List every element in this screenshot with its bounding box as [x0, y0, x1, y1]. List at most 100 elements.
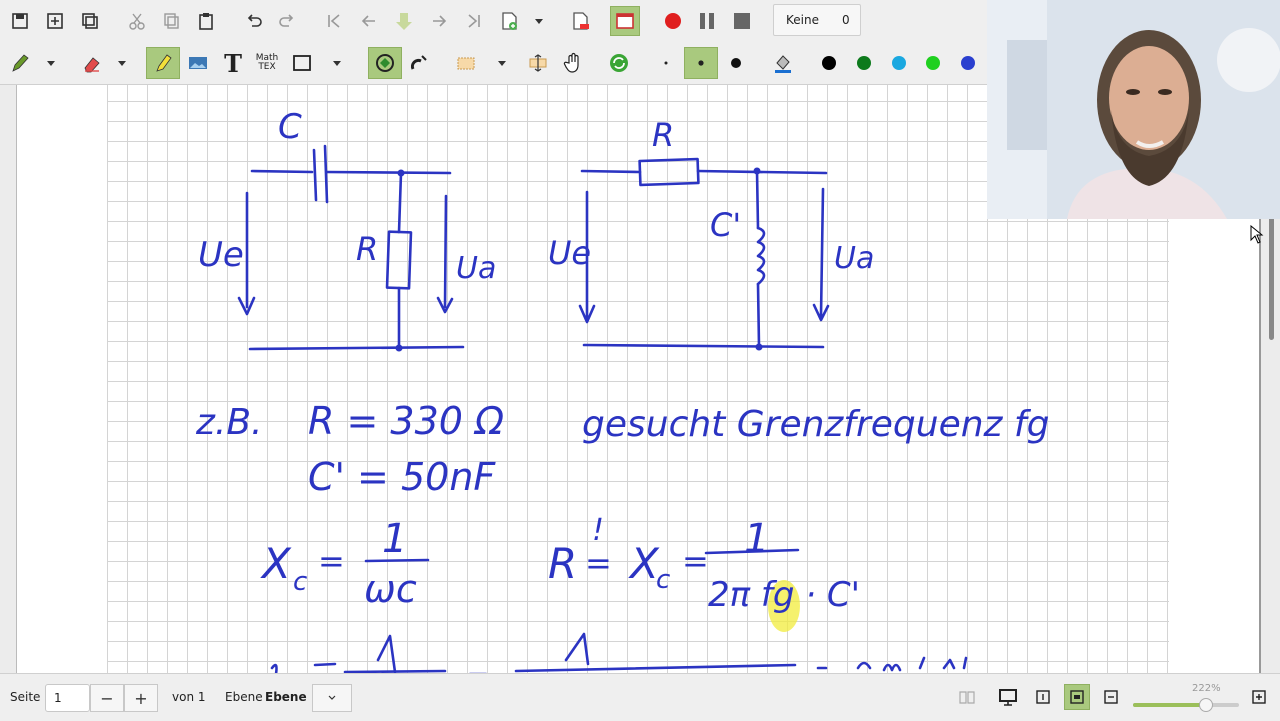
label-zb: z.B.: [195, 402, 262, 443]
select-rectangle-icon[interactable]: [451, 48, 481, 78]
mouse-cursor-icon: [1250, 225, 1264, 244]
formula-numerator: 1: [382, 516, 407, 562]
color-swatch: [822, 56, 836, 70]
color-light-blue-icon[interactable]: [884, 48, 914, 78]
color-blue-icon[interactable]: [953, 48, 983, 78]
partial-stroke-2: [313, 634, 397, 673]
math-tex-icon[interactable]: Math TEX: [255, 53, 279, 72]
text-tool-icon[interactable]: T: [224, 48, 242, 78]
medium-thickness-icon[interactable]: [684, 47, 718, 79]
shape-recognizer-icon[interactable]: [368, 47, 402, 79]
formula-x-sub: c: [293, 567, 307, 597]
partial-stroke-5: [816, 656, 968, 672]
zoom-fit-icon[interactable]: [1064, 684, 1090, 710]
undo-icon[interactable]: [239, 6, 269, 36]
paste-icon[interactable]: [191, 6, 221, 36]
pause-icon[interactable]: [692, 6, 722, 36]
record-icon[interactable]: [658, 6, 688, 36]
new-page-icon[interactable]: [40, 6, 70, 36]
fine-thickness-icon[interactable]: [651, 48, 681, 78]
image-icon[interactable]: [183, 48, 213, 78]
rl-circuit: [578, 157, 830, 351]
zoom-slider-handle[interactable]: [1199, 698, 1213, 712]
formula-denominator: ωc: [364, 567, 417, 611]
zoom-slider[interactable]: [1133, 698, 1239, 712]
label-c-prime: C': [710, 206, 741, 244]
formula-denominator-2: 2π fg · C': [708, 575, 860, 615]
shape-dropdown-icon[interactable]: [328, 48, 346, 78]
page-increment-button[interactable]: +: [124, 684, 158, 712]
page-label: Seite: [10, 690, 41, 704]
pen-icon[interactable]: [5, 48, 35, 78]
next-page-icon[interactable]: [424, 6, 454, 36]
color-black-icon[interactable]: [814, 48, 844, 78]
label-ua-right: Ua: [834, 241, 874, 276]
page-number-value: 1: [54, 691, 62, 705]
two-pages-icon[interactable]: [955, 684, 979, 710]
pen-dropdown-icon[interactable]: [42, 48, 60, 78]
label-c: C: [278, 107, 302, 147]
insert-page-dropdown-icon[interactable]: [530, 6, 548, 36]
zoom-out-icon[interactable]: [1098, 684, 1124, 710]
label-r-right: R: [652, 116, 674, 154]
vertical-space-icon[interactable]: [523, 48, 553, 78]
select-dropdown-icon[interactable]: [493, 48, 511, 78]
presenter-figure: [987, 0, 1280, 219]
fraction-bar-2: [704, 548, 800, 555]
copy-icon[interactable]: [157, 6, 187, 36]
label-ue-left: Ue: [198, 235, 244, 275]
presentation-mode-icon[interactable]: [995, 684, 1021, 710]
copy-page-icon[interactable]: [75, 6, 105, 36]
thick-thickness-icon[interactable]: [721, 48, 751, 78]
label-r-value: R = 330 Ω: [308, 399, 504, 443]
recording-counter-label: Keine: [786, 13, 819, 27]
last-page-icon[interactable]: [459, 6, 489, 36]
partial-stroke-3: [343, 663, 797, 673]
page-count: von 1: [172, 690, 206, 704]
zoom-100-icon[interactable]: [1030, 684, 1056, 710]
recording-counter: Keine 0: [773, 4, 861, 36]
default-tool-icon[interactable]: [604, 48, 634, 78]
color-green-icon[interactable]: [849, 48, 879, 78]
handwritten-notes: C Ue R Ua R C' Ue Ua z.B. R = 330 Ω C' =…: [195, 107, 1049, 673]
page-decrement-button[interactable]: −: [90, 684, 124, 712]
fullscreen-presentation-icon[interactable]: [610, 6, 640, 36]
eraser-dropdown-icon[interactable]: [113, 48, 131, 78]
highlighter-icon[interactable]: [146, 47, 180, 79]
rectangle-shape-icon[interactable]: [287, 48, 317, 78]
zoom-level: 222%: [1192, 683, 1221, 694]
fill-color-icon[interactable]: [768, 48, 798, 78]
goto-page-arrow-icon[interactable]: [389, 6, 419, 36]
eraser-icon[interactable]: [77, 48, 107, 78]
hand-tool-icon[interactable]: [558, 48, 588, 78]
recording-counter-count: 0: [842, 13, 850, 27]
layer-dropdown-button[interactable]: [312, 684, 352, 712]
ruler-magnet-icon[interactable]: [404, 48, 434, 78]
save-icon[interactable]: [5, 6, 35, 36]
formula-equals-3: =: [682, 542, 709, 580]
status-bar: Seite 1 − + von 1 Ebene Ebene 1 222%: [0, 673, 1280, 721]
color-swatch: [857, 56, 871, 70]
zoom-in-icon[interactable]: [1246, 684, 1272, 710]
stop-icon[interactable]: [727, 6, 757, 36]
label-ue-right: Ue: [548, 234, 591, 272]
first-page-icon[interactable]: [319, 6, 349, 36]
layer-value: Ebene 1: [265, 690, 320, 704]
formula-x2-sub: c: [656, 565, 670, 595]
delete-page-icon[interactable]: [565, 6, 595, 36]
label-ua-left: Ua: [456, 251, 496, 286]
page-number-input[interactable]: 1: [45, 684, 90, 712]
fraction-bar: [364, 558, 430, 563]
insert-page-icon[interactable]: [494, 6, 524, 36]
highlight-mark: [768, 580, 800, 632]
highpass-circuit: [237, 144, 465, 352]
formula-equals: =: [318, 542, 345, 580]
label-searched: gesucht Grenzfrequenz fg: [582, 404, 1049, 445]
cut-icon[interactable]: [122, 6, 152, 36]
chevron-down-icon: [328, 695, 336, 700]
formula-x: X: [260, 539, 292, 588]
partial-stroke-4: [564, 632, 590, 666]
previous-page-icon[interactable]: [354, 6, 384, 36]
color-light-green-icon[interactable]: [918, 48, 948, 78]
redo-icon[interactable]: [272, 6, 302, 36]
